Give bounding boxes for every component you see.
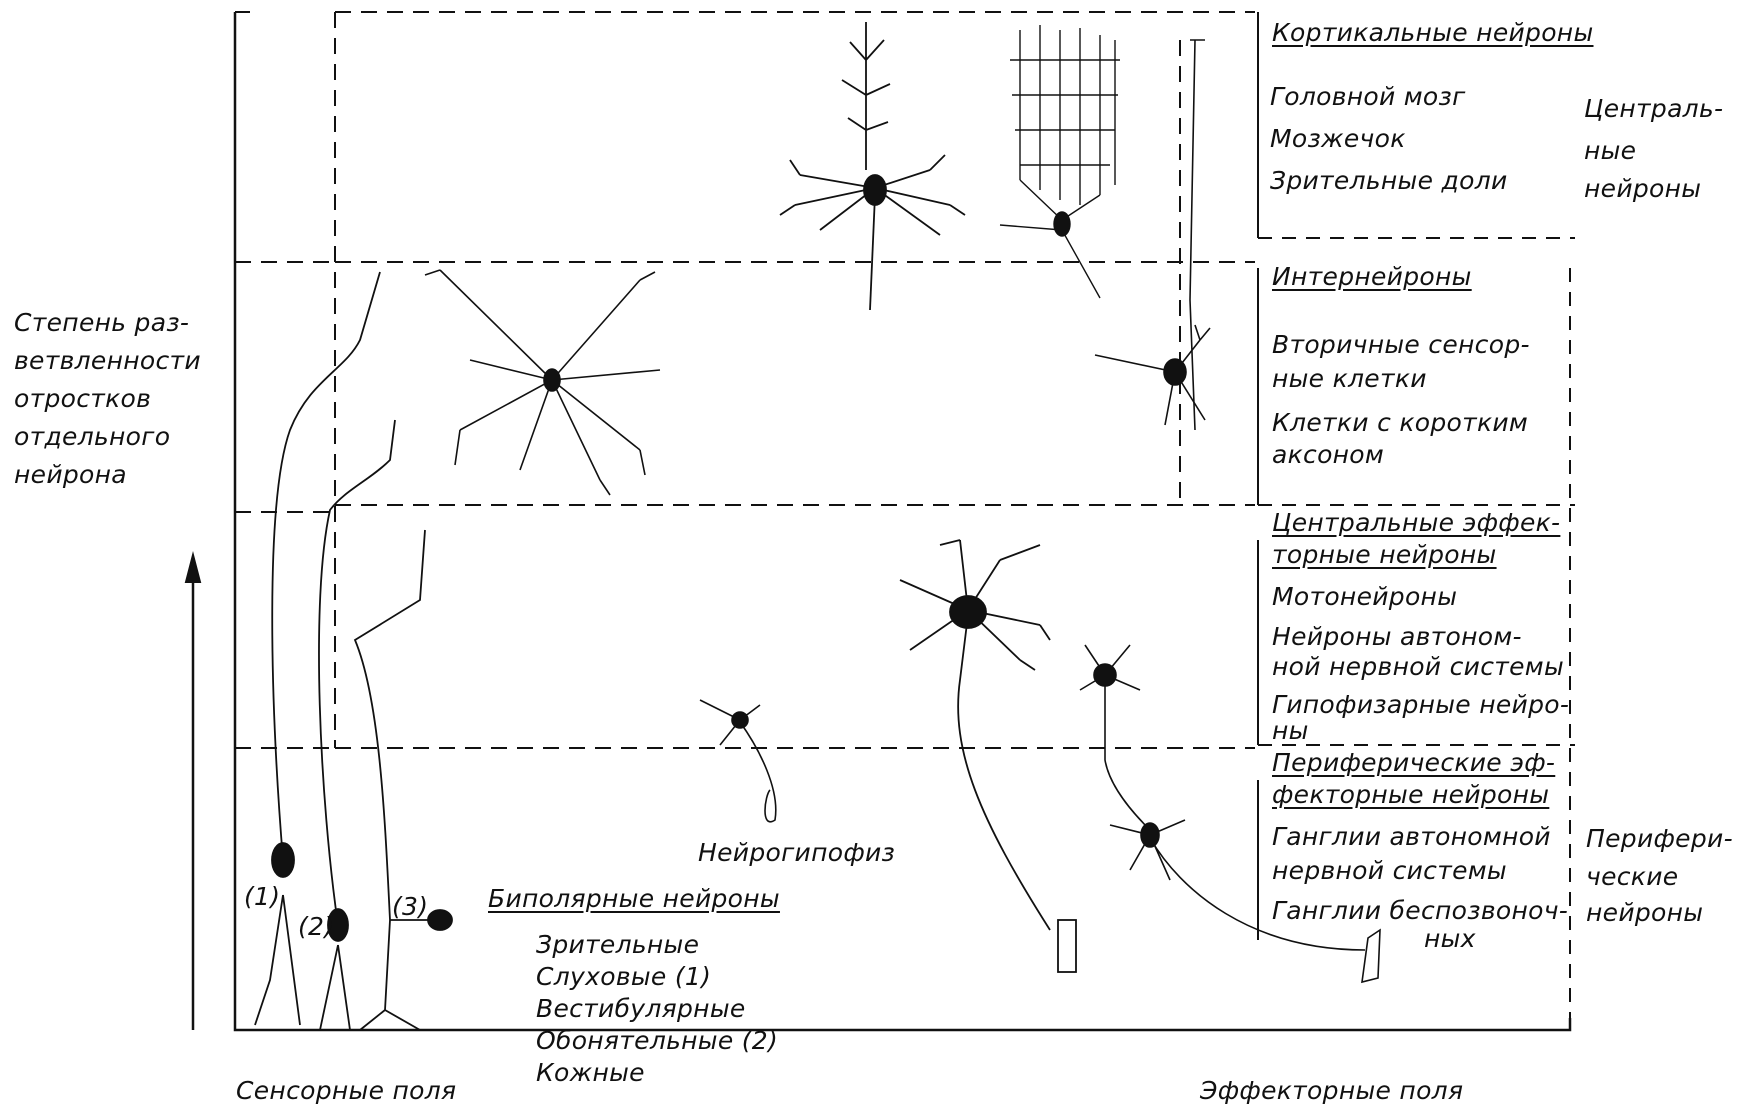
bipolar-item: Слуховые (1) (536, 962, 711, 992)
interneuron-item-line: Клетки с коротким (1272, 408, 1528, 438)
motoneuron-drawing (900, 540, 1076, 972)
bipolar-title: Биполярные нейроны (488, 884, 780, 914)
sensory-fields-label: Сенсорные поля (236, 1076, 456, 1106)
bipolar-item: Зрительные (536, 930, 699, 960)
central-effector-item-line: ной нервной системы (1272, 652, 1564, 682)
interneuron-item-line: ные клетки (1272, 364, 1427, 394)
central-effector-item-line: Мотонейроны (1272, 582, 1457, 612)
peripheral-effector-item-line: нервной системы (1272, 856, 1507, 886)
axis-label-line: ветвленности (14, 346, 201, 376)
interneurons-title: Интернейроны (1272, 262, 1472, 292)
central-effector-item-line: ны (1272, 716, 1309, 746)
neurohypophysis-neuron-drawing (700, 700, 776, 822)
axis-arrow (186, 555, 200, 1030)
stellate-interneuron-drawing (425, 270, 660, 495)
bipolar-item: Обонятельные (2) (536, 1026, 778, 1056)
neurohypophysis-label: Нейрогипофиз (698, 838, 895, 868)
bipolar-marker: (1) (244, 882, 280, 912)
interneuron-item-line: аксоном (1272, 440, 1384, 470)
cortical-item: Зрительные доли (1270, 166, 1508, 196)
peripheral-effector-item-line: Ганглии автономной (1272, 822, 1551, 852)
axis-label-line: Степень раз- (14, 308, 189, 338)
peripheral-group-label-line: Перифери- (1586, 824, 1733, 854)
thin-process-drawing (1190, 40, 1205, 430)
central-effector-item-line: Гипофизарные нейро- (1272, 690, 1569, 720)
central-group-label-line: ные (1584, 136, 1636, 166)
bipolar-marker: (3) (392, 892, 428, 922)
axis-label-line: отдельного (14, 422, 170, 452)
peripheral-group-label-line: ческие (1586, 862, 1678, 892)
axis-label-line: нейрона (14, 460, 127, 490)
central-effector-title-line: Центральные эффек- (1272, 508, 1560, 538)
region-boxes (235, 12, 1255, 748)
interneuron-item-line: Вторичные сенсор- (1272, 330, 1530, 360)
peripheral-effector-item-line: Ганглии беспозвоноч- (1272, 896, 1568, 926)
cortical-neurons-title: Кортикальные нейроны (1272, 18, 1594, 48)
cortical-item: Мозжечок (1270, 124, 1406, 154)
axis-label-line: отростков (14, 384, 151, 414)
central-effector-title-line: торные нейроны (1272, 540, 1497, 570)
bipolar-item: Кожные (536, 1058, 645, 1088)
bipolar-marker: (2) (298, 912, 334, 942)
pyramidal-neuron-drawing (780, 22, 965, 310)
central-group-label-line: нейроны (1584, 174, 1701, 204)
cortical-item: Головной мозг (1270, 82, 1466, 112)
peripheral-effector-title-line: фекторные нейроны (1272, 780, 1549, 810)
peripheral-group-label-line: нейроны (1586, 898, 1703, 928)
effector-fields-label: Эффекторные поля (1200, 1076, 1463, 1106)
purkinje-neuron-drawing (1000, 25, 1120, 298)
central-group-label-line: Централь- (1584, 94, 1723, 124)
peripheral-effector-title-line: Периферические эф- (1272, 748, 1555, 778)
central-effector-item-line: Нейроны автоном- (1272, 622, 1522, 652)
peripheral-effector-item-line: ных (1424, 924, 1476, 954)
bipolar-item: Вестибулярные (536, 994, 746, 1024)
autonomic-neuron-drawing (1080, 645, 1150, 830)
